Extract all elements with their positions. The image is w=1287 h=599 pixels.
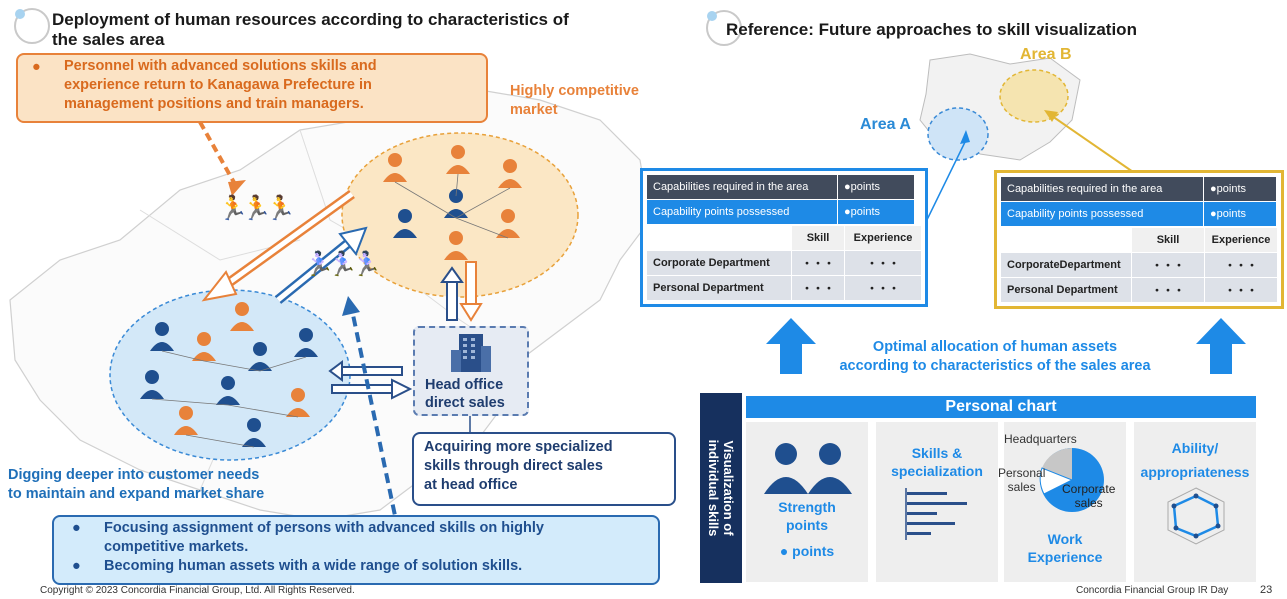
capability-possessed-label: Capability points possessed: [1000, 201, 1204, 227]
footer-page-number: 23: [1260, 584, 1273, 596]
area-a-table: Capabilities required in the area●points…: [640, 168, 928, 307]
person-icon: [393, 209, 417, 238]
personal-chart-header: Personal chart: [746, 396, 1256, 418]
cell: ・・・: [791, 275, 845, 301]
optimal-allocation-text: Optimal allocation of human assets accor…: [839, 339, 1151, 374]
pie-chart-icon: [1039, 447, 1104, 512]
people-blue-area: [140, 302, 318, 448]
title-swoosh-icon: [14, 8, 50, 44]
person-icon: [242, 418, 266, 447]
footer-copyright: Copyright © 2023 Concordia Financial Gro…: [40, 585, 355, 596]
strength-panel: Strength points ● points: [746, 422, 868, 582]
area-a-label: Area A: [860, 116, 911, 133]
person-icon: [248, 342, 272, 371]
people-orange-area: [383, 145, 522, 260]
personal-chart-side-label: Visualization of individual skills: [700, 393, 742, 583]
person-icon: [174, 406, 198, 435]
possessed-points: ●points: [1203, 201, 1277, 227]
person-icon: [498, 159, 522, 188]
person-icon: [444, 231, 468, 260]
bullet-item: ● Focusing assignment of persons with ad…: [72, 520, 544, 555]
bar-graph-icon: [905, 488, 967, 540]
bullet-item: ● Becoming human assets with a wide rang…: [72, 558, 523, 574]
running-people-orange-icon: 🏃🏃🏃: [218, 195, 296, 222]
kanagawa-map: [919, 53, 1081, 161]
skills-panel: Skills & specialization: [876, 422, 998, 582]
person-icon: [230, 302, 254, 331]
person-icon: [216, 376, 240, 405]
col-skill: Skill: [791, 225, 845, 251]
ability-panel: Ability/ appropriateness: [1134, 422, 1256, 582]
cell: ・・・: [844, 275, 922, 301]
acquiring-skills-box: Acquiring more specialized skills throug…: [412, 432, 676, 506]
right-title: Reference: Future approaches to skill vi…: [726, 20, 1137, 39]
row-label: Corporate Department: [646, 250, 792, 276]
cell: ・・・: [791, 250, 845, 276]
orange-note-box: ● Personnel with advanced solutions skil…: [16, 53, 488, 123]
required-points: ●points: [1203, 176, 1277, 202]
summary-bullets-box: ● Focusing assignment of persons with ad…: [52, 515, 660, 585]
row-label: Personal Department: [646, 275, 792, 301]
pie-label-corporate: Corporate sales: [1062, 482, 1116, 510]
person-icon: [294, 328, 318, 357]
row-label: CorporateDepartment: [1000, 252, 1132, 278]
capabilities-required-label: Capabilities required in the area: [646, 174, 838, 200]
capability-possessed-label: Capability points possessed: [646, 199, 838, 225]
head-office-box: Head office direct sales: [413, 326, 529, 416]
person-icon: [286, 388, 310, 417]
bullet-dot: ●: [32, 59, 41, 75]
area-b-table: Capabilities required in the area●points…: [994, 170, 1284, 309]
radar-chart-icon: [1167, 487, 1225, 545]
person-icon: [150, 322, 174, 351]
left-title: Deployment of human resources according …: [52, 10, 569, 49]
capabilities-required-label: Capabilities required in the area: [1000, 176, 1204, 202]
highly-competitive-label: Highly competitive market: [510, 83, 639, 118]
building-icon: [451, 334, 491, 372]
possessed-points: ●points: [837, 199, 915, 225]
footer-brand: Concordia Financial Group IR Day: [1076, 585, 1229, 596]
cell: ・・・: [1204, 277, 1278, 303]
person-icon: [383, 153, 407, 182]
required-points: ●points: [837, 174, 915, 200]
cell: ・・・: [844, 250, 922, 276]
pie-label-headquarters: Headquarters: [1004, 432, 1077, 446]
cell: ・・・: [1131, 277, 1205, 303]
up-arrow-right-icon: [1196, 318, 1246, 374]
digging-deeper-text: Digging deeper into customer needs to ma…: [8, 467, 265, 502]
col-experience: Experience: [1204, 227, 1278, 253]
work-experience-panel: Headquarters Personal sales Corporate sa…: [998, 422, 1126, 582]
col-experience: Experience: [844, 225, 922, 251]
cell: ・・・: [1204, 252, 1278, 278]
cell: ・・・: [1131, 252, 1205, 278]
row-label: Personal Department: [1000, 277, 1132, 303]
title-swoosh-icon: [706, 10, 742, 46]
person-icon: [446, 145, 470, 174]
area-b-label: Area B: [1020, 46, 1072, 63]
pie-label-personal: Personal sales: [998, 466, 1046, 494]
col-skill: Skill: [1131, 227, 1205, 253]
person-icon: [192, 332, 216, 361]
person-icon: [140, 370, 164, 399]
two-people-icon: [764, 443, 852, 494]
running-people-blue-icon: 🏃🏃🏃: [304, 251, 382, 278]
up-arrow-left-icon: [766, 318, 816, 374]
